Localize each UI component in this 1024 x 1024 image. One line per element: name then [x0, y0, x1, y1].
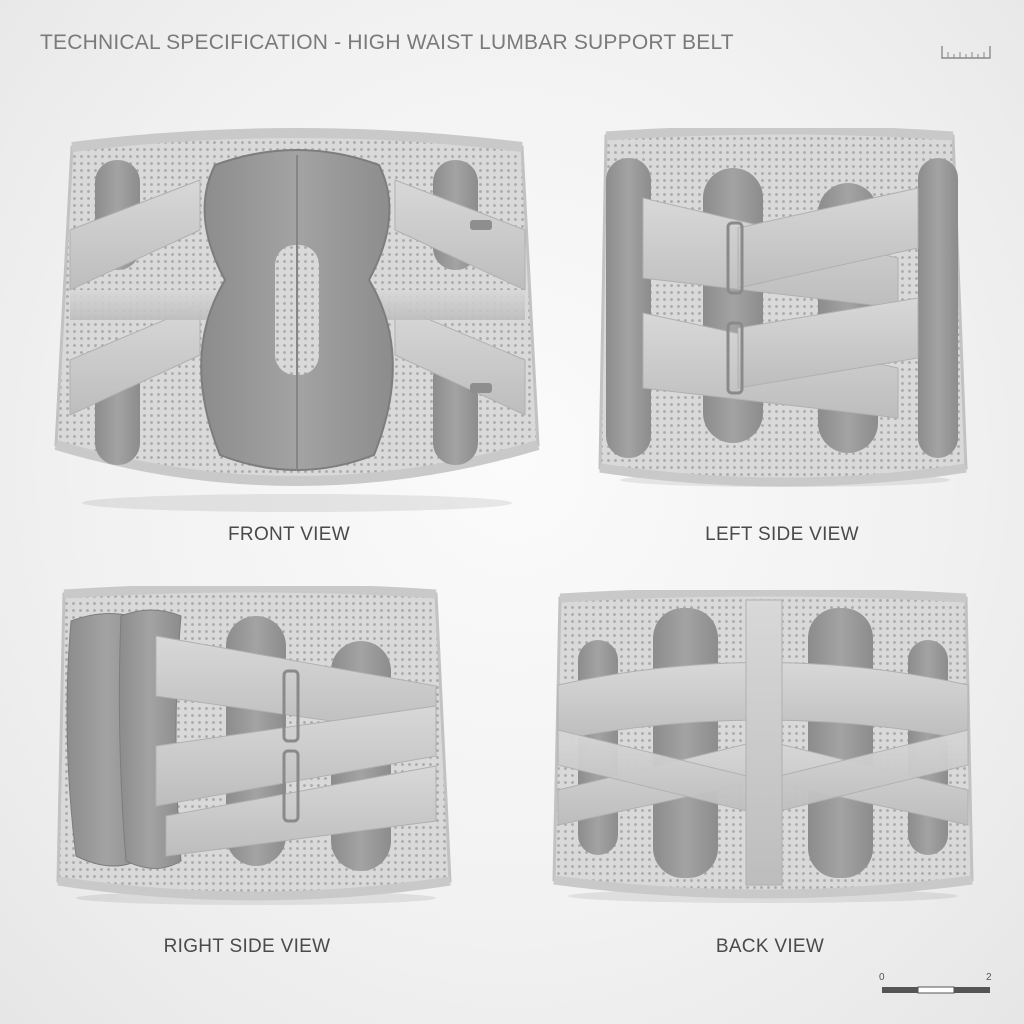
scale-start-label: 0: [879, 972, 885, 983]
scale-bar: [882, 986, 990, 994]
scale-end-label: 2: [986, 972, 992, 983]
belt-front-view: [54, 128, 540, 512]
ruler-icon: [941, 46, 991, 59]
left-side-view-label: LEFT SIDE VIEW: [705, 524, 859, 545]
front-view-label: FRONT VIEW: [228, 524, 350, 545]
right-side-view-label: RIGHT SIDE VIEW: [163, 936, 331, 957]
page-title: TECHNICAL SPECIFICATION - HIGH WAIST LUM…: [40, 31, 734, 54]
belt-right-view: [56, 586, 452, 905]
belt-left-view: [598, 128, 968, 487]
back-view-label: BACK VIEW: [715, 936, 825, 957]
belt-back-view: [552, 590, 974, 903]
